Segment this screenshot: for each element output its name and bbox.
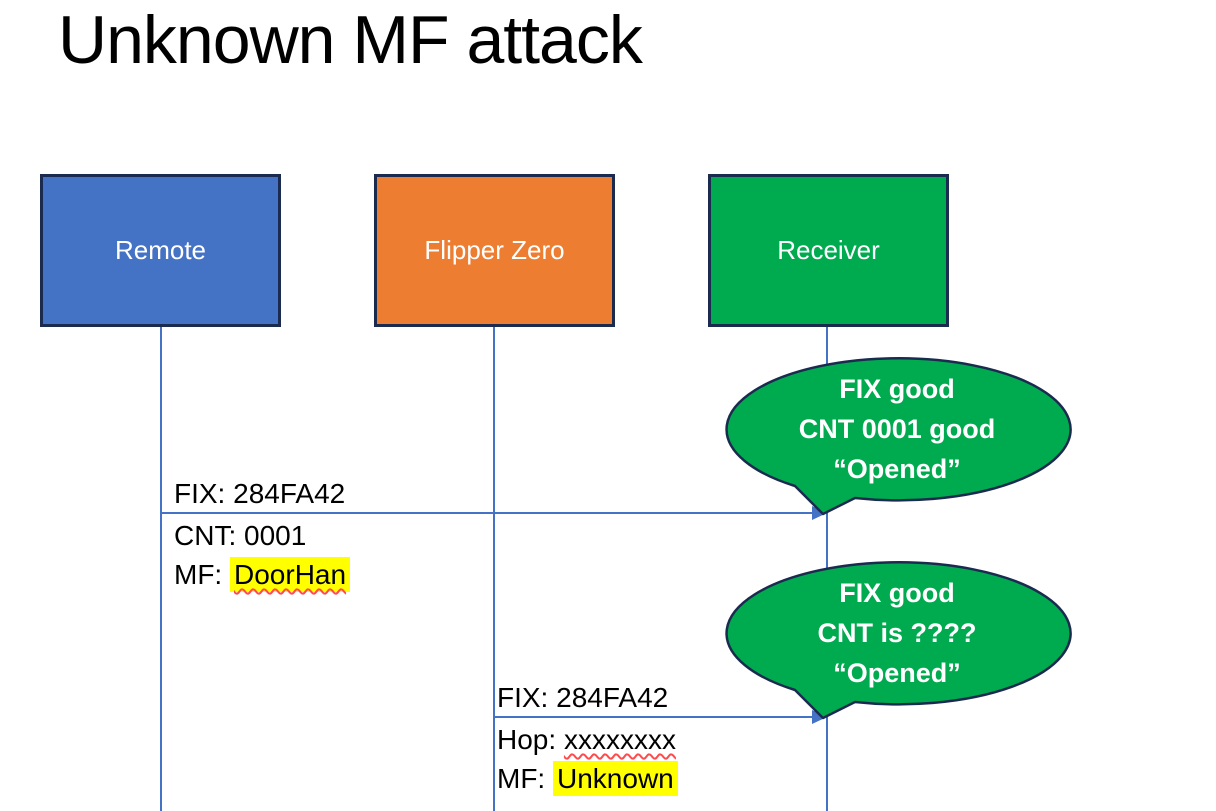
flipper-zero-lifeline	[493, 327, 495, 811]
speech-bubble-2	[725, 561, 1072, 720]
message2-hop-label: Hop: xxxxxxxx	[497, 723, 676, 757]
actor-box-remote: Remote	[40, 174, 281, 327]
actor-box-flipper-zero: Flipper Zero	[374, 174, 615, 327]
message1-mf-prefix: MF:	[174, 559, 230, 590]
message2-mf-value-highlighted: Unknown	[553, 761, 678, 796]
bubble1-line3: “Opened”	[833, 454, 961, 484]
message1-fix-label: FIX: 284FA42	[174, 478, 346, 509]
message1-cnt-label: CNT: 0001	[174, 520, 307, 551]
message1-arrow-line	[161, 512, 812, 514]
bubble2-line2: CNT is ????	[817, 618, 977, 648]
bubble1-line1: FIX good	[839, 374, 955, 404]
message2-arrow-line	[494, 716, 812, 718]
actor-label-remote: Remote	[114, 235, 207, 265]
message2-fix-label: FIX: 284FA42	[497, 682, 669, 713]
message2-mf-prefix: MF:	[497, 763, 553, 794]
speech-bubble-1-text: FIX good CNT 0001 good “Opened”	[724, 369, 1070, 489]
actor-label-receiver: Receiver	[777, 235, 880, 265]
message2-hop-prefix: Hop:	[497, 724, 564, 755]
actor-label-flipper-zero: Flipper Zero	[424, 235, 565, 265]
speech-bubble-1	[725, 357, 1072, 516]
message1-mf-value-highlighted: DoorHan	[230, 557, 351, 592]
bubble1-line2: CNT 0001 good	[798, 414, 996, 444]
remote-lifeline	[160, 327, 162, 811]
message2-hop-value: xxxxxxxx	[563, 724, 676, 755]
bubble2-line3: “Opened”	[833, 658, 961, 688]
bubble2-line1: FIX good	[839, 578, 955, 608]
speech-bubble-1-shape	[725, 357, 1072, 516]
speech-bubble-2-shape	[725, 561, 1072, 720]
actor-box-receiver: Receiver	[708, 174, 949, 327]
slide-title: Unknown MF attack	[58, 2, 643, 78]
message1-mf-label: MF: DoorHan	[174, 557, 351, 592]
message2-mf-label: MF: Unknown	[497, 761, 678, 796]
speech-bubble-2-text: FIX good CNT is ???? “Opened”	[724, 573, 1070, 693]
